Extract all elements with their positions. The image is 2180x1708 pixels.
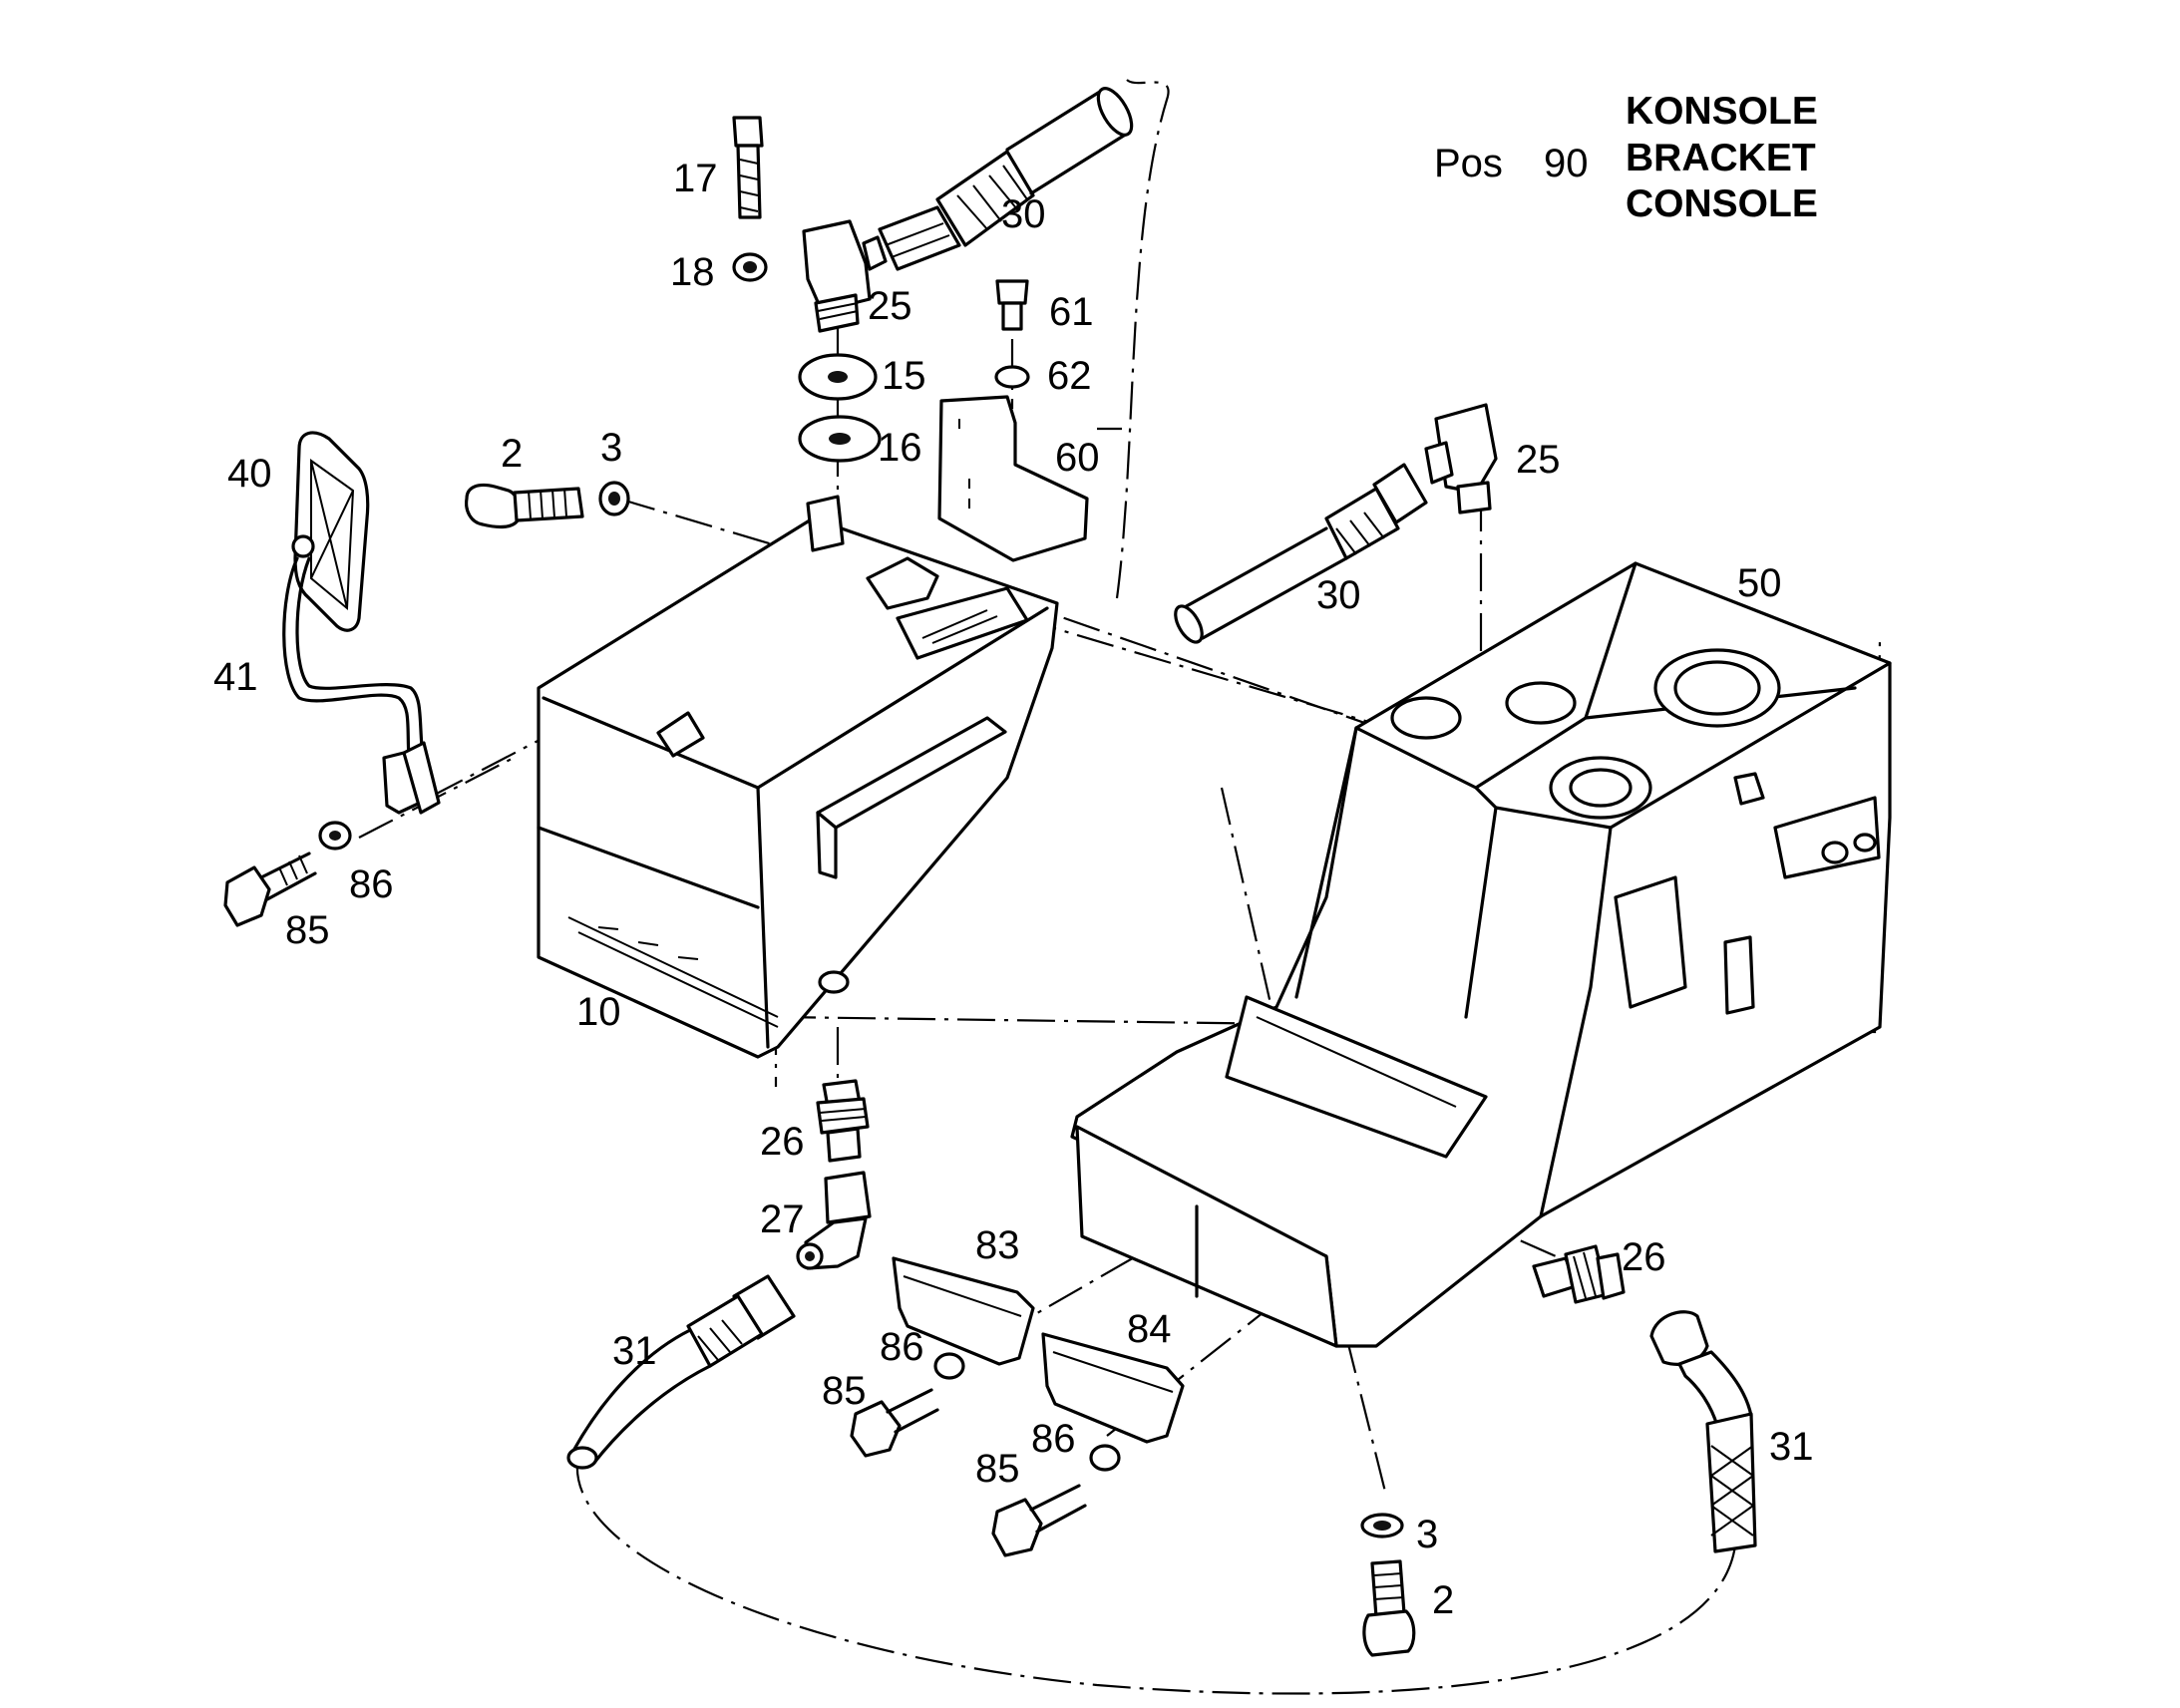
tank-10 <box>537 495 1059 1059</box>
bolt-2-lower <box>1360 1513 1416 1657</box>
pos-number: 90 <box>1544 142 1589 185</box>
callout-30-upper: 30 <box>1001 192 1046 236</box>
callout-62: 62 <box>1047 354 1092 398</box>
callout-27: 27 <box>760 1197 805 1241</box>
callout-31-right: 31 <box>1769 1425 1814 1469</box>
callout-15: 15 <box>882 354 926 398</box>
callout-10: 10 <box>576 990 621 1034</box>
callout-2-lower: 2 <box>1432 1578 1454 1622</box>
callout-85-middle: 85 <box>822 1369 867 1413</box>
callout-16: 16 <box>878 426 922 470</box>
callouts: 17 30 18 25 61 15 62 40 2 3 16 60 25 50 … <box>213 157 1814 1622</box>
callout-3-lower: 3 <box>1416 1513 1438 1556</box>
callout-85-lower: 85 <box>975 1447 1020 1491</box>
title-de: KONSOLE <box>1626 90 1818 133</box>
hose-30-middle <box>1174 403 1498 750</box>
callout-86-left: 86 <box>349 862 394 906</box>
callout-31-left: 31 <box>612 1329 657 1373</box>
callout-25-right: 25 <box>1516 438 1561 482</box>
callout-86-lower: 86 <box>1031 1417 1076 1461</box>
callout-26-right: 26 <box>1622 1235 1666 1279</box>
callout-41: 41 <box>213 655 258 699</box>
breather-assembly <box>732 116 888 646</box>
bolt-85-left <box>223 821 352 927</box>
bolt-2-upper <box>465 481 630 529</box>
callout-30-middle: 30 <box>1316 573 1361 617</box>
callout-85-left: 85 <box>285 908 330 952</box>
fittings-left <box>566 1079 872 1470</box>
title-fr: CONSOLE <box>1626 182 1818 225</box>
console-50 <box>1070 561 1892 1348</box>
callout-50: 50 <box>1737 561 1782 605</box>
title-en: BRACKET <box>1626 137 1816 179</box>
plates-83-84 <box>850 1256 1185 1557</box>
callout-60: 60 <box>1055 436 1100 480</box>
callout-17: 17 <box>673 157 718 200</box>
diagram-header: Pos 90 KONSOLE BRACKET CONSOLE <box>1434 90 1818 225</box>
pos-label: Pos <box>1434 142 1503 185</box>
plate-assembly <box>937 279 1089 562</box>
mirror-joint <box>291 534 315 558</box>
mirror-assembly <box>282 431 441 815</box>
fittings-right <box>1532 1244 1757 1553</box>
hose-30-upper <box>878 87 1134 271</box>
callout-84: 84 <box>1127 1307 1172 1351</box>
callout-2-upper: 2 <box>501 432 523 476</box>
callout-25-upper: 25 <box>868 284 912 328</box>
callout-3-upper: 3 <box>600 426 622 470</box>
callout-86-middle: 86 <box>880 1325 924 1369</box>
mirror-head <box>293 431 370 632</box>
callout-18: 18 <box>670 250 715 294</box>
callout-61: 61 <box>1049 290 1094 334</box>
callout-40: 40 <box>227 452 272 496</box>
callout-26-left: 26 <box>760 1120 805 1164</box>
callout-83: 83 <box>975 1223 1020 1267</box>
